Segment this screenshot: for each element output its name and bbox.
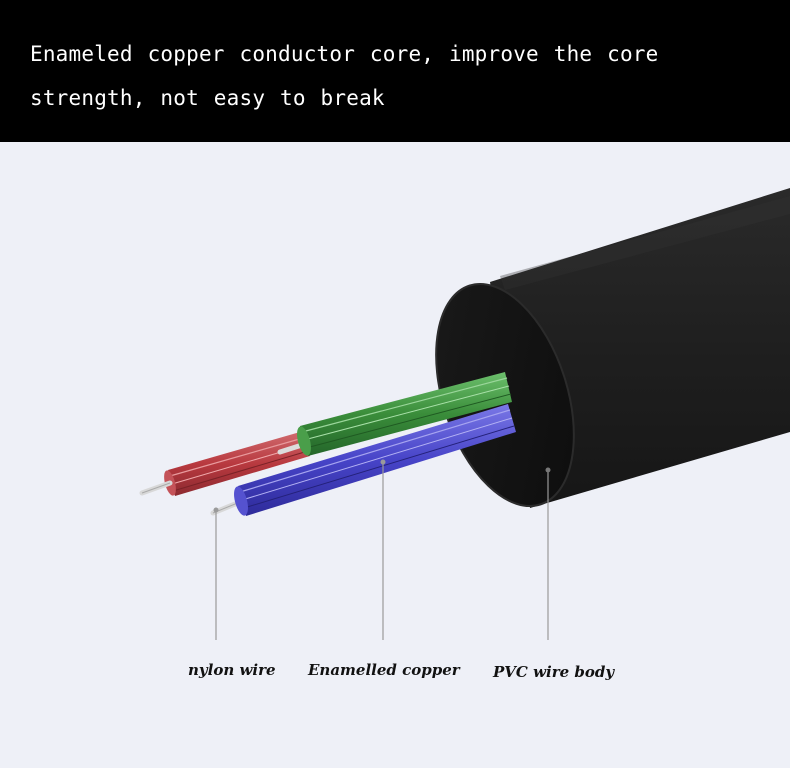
green-copper-strand [297,372,512,456]
label-nylon-wire: nylon wire [188,661,276,679]
pointer-lines [213,459,551,640]
blue-copper-strand [234,404,516,516]
header-caption: Enameled copper conductor core, improve … [30,42,659,110]
label-enamelled-copper: Enamelled copper [308,661,460,679]
header-banner: Enameled copper conductor core, improve … [0,0,790,142]
label-pvc-wire-body: PVC wire body [493,663,615,681]
cable-illustration [0,142,790,768]
pvc-cable-body [435,188,790,508]
